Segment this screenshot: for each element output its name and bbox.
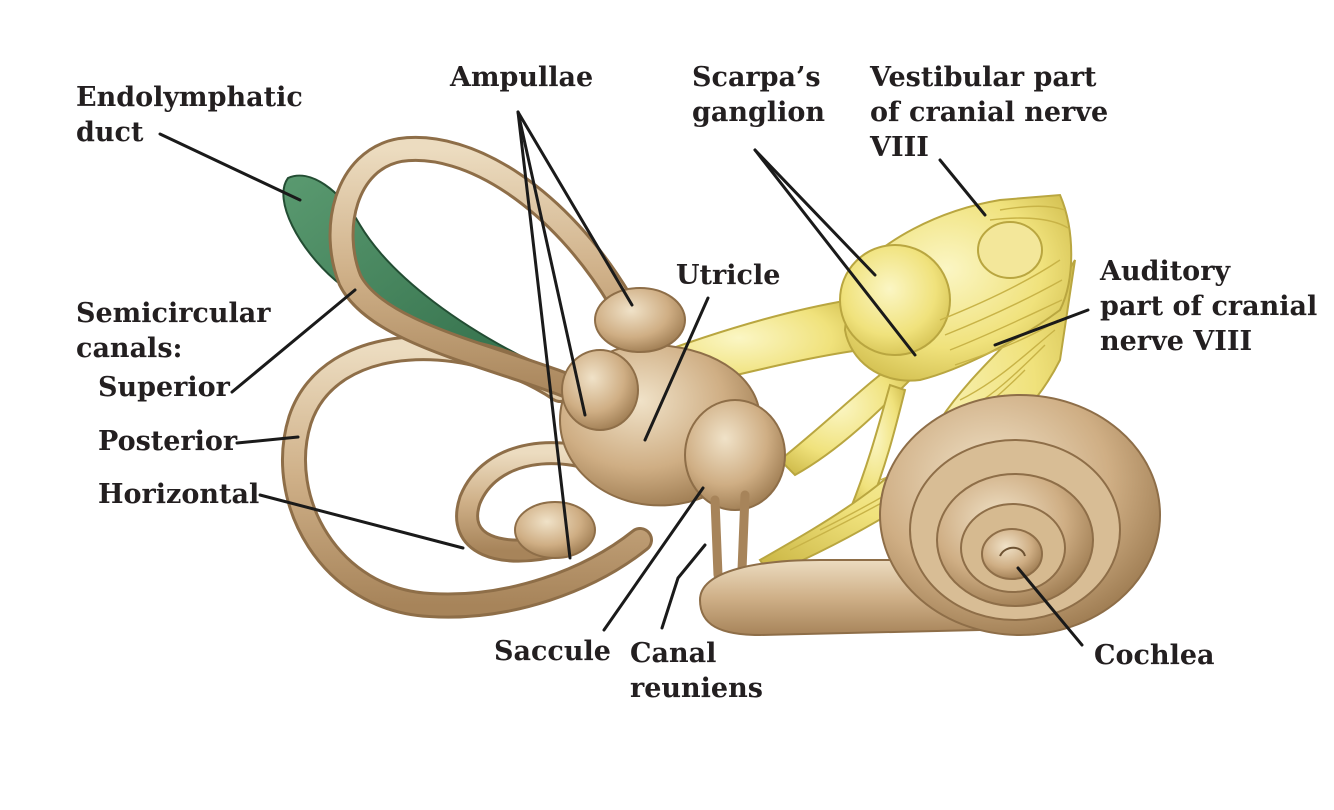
label-vestibular-part-line1: Vestibular part: [870, 62, 1097, 93]
label-semicircular-canals: Semicircular canals:: [76, 296, 270, 366]
label-endolymphatic-duct-line1: Endolymphatic: [76, 82, 303, 113]
label-endolymphatic-duct: Endolymphatic duct: [76, 80, 303, 150]
label-superior: Superior: [98, 372, 230, 403]
label-auditory-part-line2: part of cranial: [1100, 291, 1318, 322]
label-posterior: Posterior: [98, 426, 238, 457]
label-scarpas-ganglion: Scarpa’s ganglion: [692, 60, 825, 130]
label-utricle: Utricle: [676, 260, 781, 291]
scarpas-ganglion-shape: [839, 244, 951, 356]
cochlea-shape: [879, 394, 1161, 636]
label-auditory-part: Auditory part of cranial nerve VIII: [1100, 254, 1317, 359]
ampulla-lateral: [561, 349, 639, 431]
label-auditory-part-line3: nerve VIII: [1100, 326, 1253, 357]
label-ampullae: Ampullae: [450, 62, 594, 93]
label-endolymphatic-duct-line2: duct: [76, 117, 144, 148]
label-vestibular-part-line2: of cranial nerve: [870, 97, 1109, 128]
label-semicircular-canals-line1: Semicircular: [76, 298, 271, 329]
ampulla-superior: [594, 287, 686, 353]
label-scarpas-ganglion-line2: ganglion: [692, 97, 826, 128]
label-canal-reuniens: Canal reuniens: [630, 636, 763, 706]
label-canal-reuniens-line2: reuniens: [630, 673, 763, 704]
label-cochlea: Cochlea: [1094, 640, 1215, 671]
canal-reuniens-shape: [710, 490, 750, 580]
ampulla-posterior: [514, 501, 596, 559]
saccule-shape: [684, 399, 786, 511]
label-scarpas-ganglion-line1: Scarpa’s: [692, 62, 821, 93]
label-horizontal: Horizontal: [98, 479, 260, 510]
label-auditory-part-line1: Auditory: [1100, 256, 1231, 287]
label-vestibular-part: Vestibular part of cranial nerve VIII: [870, 60, 1108, 165]
label-canal-reuniens-line1: Canal: [630, 638, 717, 669]
label-semicircular-canals-line2: canals:: [76, 333, 183, 364]
label-saccule: Saccule: [494, 636, 611, 667]
nerve-cut-end: [977, 221, 1043, 279]
leader-lines: [158, 110, 1090, 647]
label-vestibular-part-line3: VIII: [870, 132, 929, 163]
